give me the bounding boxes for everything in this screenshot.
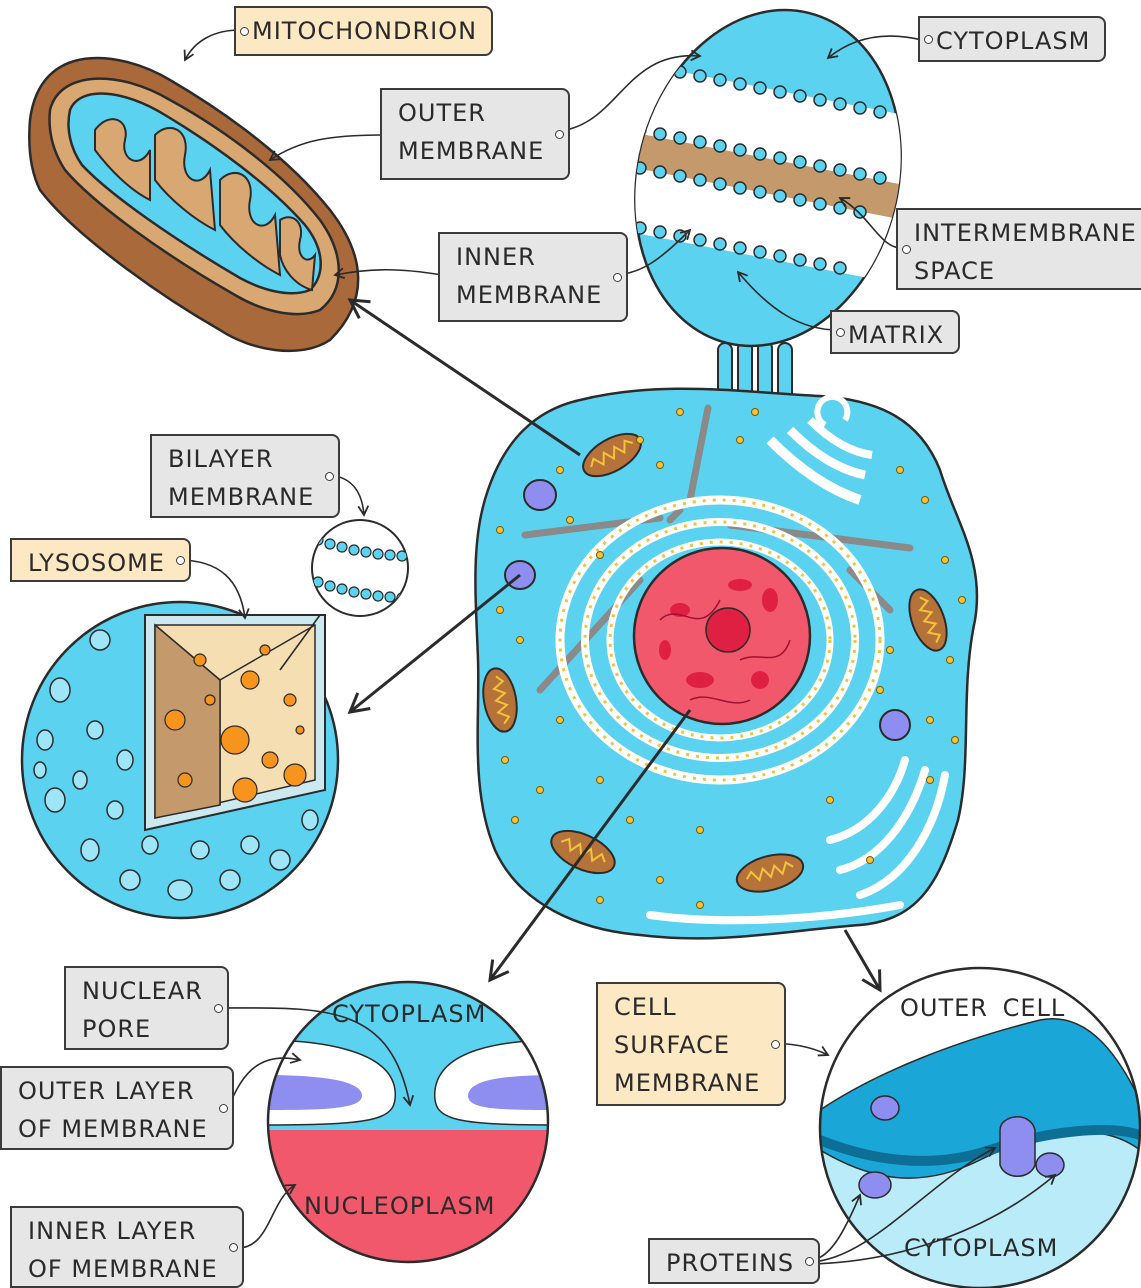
label-proteins: PROTEINS [648, 1238, 820, 1284]
lysosome-illustration [22, 602, 338, 918]
label-matrix: MATRIX [830, 310, 960, 354]
membrane-inset-cytoplasm: CYTOPLASM [904, 1234, 1058, 1262]
mitochondrion-illustration [29, 58, 358, 351]
label-inner-membrane: INNER MEMBRANE [438, 232, 628, 322]
label-cell-surface-membrane: CELL SURFACE MEMBRANE [596, 982, 786, 1106]
nucleus-inset-nucleoplasm: NUCLEOPLASM [304, 1192, 495, 1220]
label-cytoplasm-mito: CYTOPLASM [918, 16, 1106, 62]
label-mitochondrion: MITOCHONDRION [234, 6, 493, 56]
label-outer-layer: OUTER LAYER OF MEMBRANE [0, 1066, 234, 1150]
nucleus-inset-cytoplasm: CYTOPLASM [332, 1000, 486, 1028]
animal-cell [475, 341, 977, 938]
label-outer-membrane: OUTER MEMBRANE [380, 88, 570, 180]
membrane-inset-outer-cell: OUTER CELL [900, 994, 1065, 1022]
label-inner-layer: INNER LAYER OF MEMBRANE [10, 1206, 244, 1288]
label-lysosome: LYSOSOME [10, 538, 191, 582]
label-nuclear-pore: NUCLEAR PORE [64, 966, 229, 1050]
nucleus [634, 548, 810, 724]
label-intermembrane-space: INTERMEMBRANE SPACE [896, 208, 1141, 290]
bilayer-inset [312, 520, 408, 616]
label-bilayer-membrane: BILAYER MEMBRANE [150, 434, 340, 518]
